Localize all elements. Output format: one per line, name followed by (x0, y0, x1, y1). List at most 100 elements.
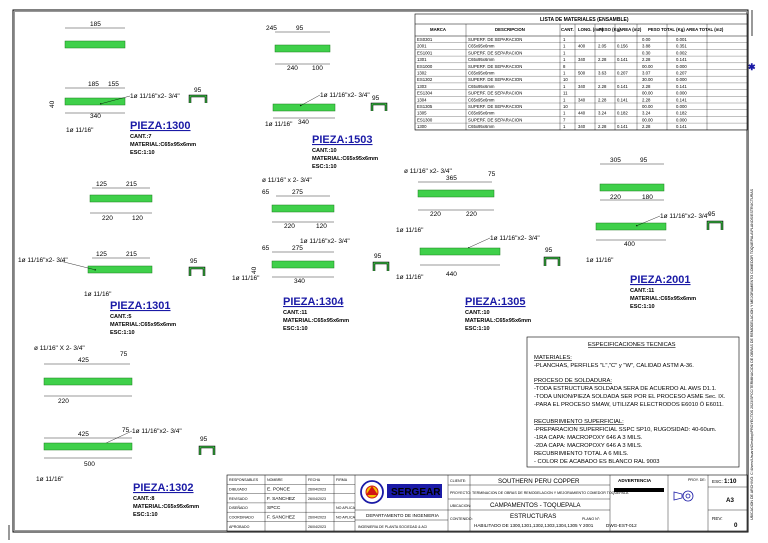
table-cell: 30.00 (642, 77, 653, 82)
table-cell: 0.141 (617, 84, 628, 89)
table-cell: 7 (563, 117, 566, 122)
table-cell: 0.000 (676, 104, 687, 109)
dim-label: 95 (194, 87, 202, 94)
beam-side-view (419, 247, 501, 256)
projection-symbol-icon-inner (685, 493, 691, 499)
table-cell: 11 (563, 91, 568, 96)
dim-label: 95 (372, 95, 380, 102)
table-cell: 0.000 (676, 64, 687, 69)
table-cell: 0.141 (617, 97, 628, 102)
scale-label: ESC: (712, 479, 723, 484)
dim-label: 220 (284, 223, 295, 230)
piece-scale: ESC:1:10 (465, 326, 490, 332)
piece-material: MATERIAL:C65x95x6mm (630, 296, 696, 302)
dim-label: 215 (126, 181, 137, 188)
beam-side-view (272, 103, 336, 112)
beam-top-view (599, 183, 665, 192)
sheet-size: A3 (726, 497, 734, 504)
logo-wordmark: SERGEAR (391, 487, 441, 498)
leader-line (299, 94, 321, 107)
dim-label: 65 (262, 245, 270, 252)
channel-section-fill (189, 95, 207, 103)
table-cell: C65x95x6mm (468, 111, 495, 116)
table-cell: 0.182 (617, 111, 628, 116)
sheet-border (12, 9, 749, 533)
dim-label: 100 (312, 65, 323, 72)
project-name: TERMINACION DE OBRAS DE REMODELACION Y M… (472, 491, 629, 495)
department-sub: INGENIERIA DE PLANTA SOCIEDAD & ACI (358, 525, 427, 529)
piece-material: MATERIAL:C65x95x6mm (465, 318, 531, 324)
table-cell: 2.28 (598, 97, 607, 102)
specs-line: -TODA ESTRUCTURA SOLDADA SERA DE ACUERDO… (534, 386, 717, 392)
table-cell: C65x95x6mm (468, 97, 495, 102)
table-frame (414, 13, 748, 131)
table-cell: 0.141 (676, 57, 687, 62)
channel-section (372, 261, 390, 271)
responsibles-header-cell: FIRMA (336, 478, 348, 482)
dim-label: 65 (262, 189, 270, 196)
bolt-note: ø 11/16" x2- 3/4" (404, 168, 453, 175)
specs-line: -PREPARACION SUPERFICIAL SSPC SP10, RUGO… (534, 427, 717, 433)
bolt-note: 1ø 11/16" (232, 275, 260, 282)
specs-heading-materials: MATERIALES: (534, 355, 572, 361)
table-cell: 1 (563, 97, 566, 102)
dim-label: 440 (446, 271, 457, 278)
table-cell: 0.207 (676, 71, 687, 76)
piece-title: PIEZA:1300 (130, 120, 191, 132)
responsibles-cell: COORDINADO (229, 516, 254, 520)
piece-title: PIEZA:1503 (312, 134, 373, 146)
table-cell: 0.000 (676, 117, 687, 122)
piece-1503: 245 95 240 100 340 1ø 11/16"x2- 3/4" 1ø … (265, 25, 388, 170)
table-cell: 1 (563, 57, 566, 62)
responsibles-cell: SPCC (267, 505, 281, 511)
plano-label: PLANO N°: (582, 517, 600, 521)
responsibles-cell: NO APLICA (336, 516, 356, 520)
bolt-note: 1ø 11/16"x2- 3/4" (320, 92, 370, 99)
table-cell: 1 (563, 111, 566, 116)
specs-line: -TODA UNION/PIEZA SOLDADA SER POR EL PRO… (534, 394, 726, 400)
table-header-cell: CANT. (561, 27, 574, 32)
dim-label: 75 (120, 351, 128, 358)
dim-label: 400 (624, 241, 635, 248)
dim-label: 185 (88, 81, 99, 88)
table-cell: C65x95x6mm (468, 84, 495, 89)
responsibles-cell: NO APLICA (336, 506, 356, 510)
table-cell: SUPERF. DE SEPARACION (468, 91, 522, 96)
table-cell: 2.28 (642, 124, 651, 129)
content-subtitle: HABILITADO DE 1300,1301,1302,1303,1304,1… (474, 523, 594, 528)
dim-label: 220 (102, 215, 113, 222)
leader-line (59, 260, 97, 271)
dim-label: 220 (466, 211, 477, 218)
piece-scale: ESC:1:10 (133, 512, 158, 518)
table-cell: 340 (578, 84, 586, 89)
dim-label: 75 (488, 171, 496, 178)
table-cell: 440 (578, 111, 586, 116)
table-cell: 0.351 (676, 44, 687, 49)
responsibles-cell: 26/04/2023 (308, 497, 326, 501)
table-cell: 3.07 (642, 71, 651, 76)
table-cell: 1 (563, 50, 566, 55)
channel-section-fill (373, 262, 389, 271)
dim-label: 40 (251, 266, 258, 274)
piece-scale: ESC:1:10 (283, 326, 308, 332)
piece-title: PIEZA:1304 (283, 296, 344, 308)
projection-cone-icon (673, 491, 683, 501)
client-name: SOUTHERN PERU COPPER (498, 478, 580, 485)
table-cell: C65x95x6mm (468, 124, 495, 129)
beam-side-view (64, 97, 126, 106)
table-cell: 0.000 (676, 77, 687, 82)
table-cell: 10 (563, 77, 568, 82)
table-cell: C65x95x6mm (468, 57, 495, 62)
bolt-note: 1ø 11/16" (396, 274, 424, 281)
table-cell: 2.28 (642, 84, 651, 89)
bolt-note: 1ø 11/16" (265, 121, 293, 128)
dim-label: 95 (545, 247, 553, 254)
piece-cant: CANT.:10 (465, 310, 490, 316)
